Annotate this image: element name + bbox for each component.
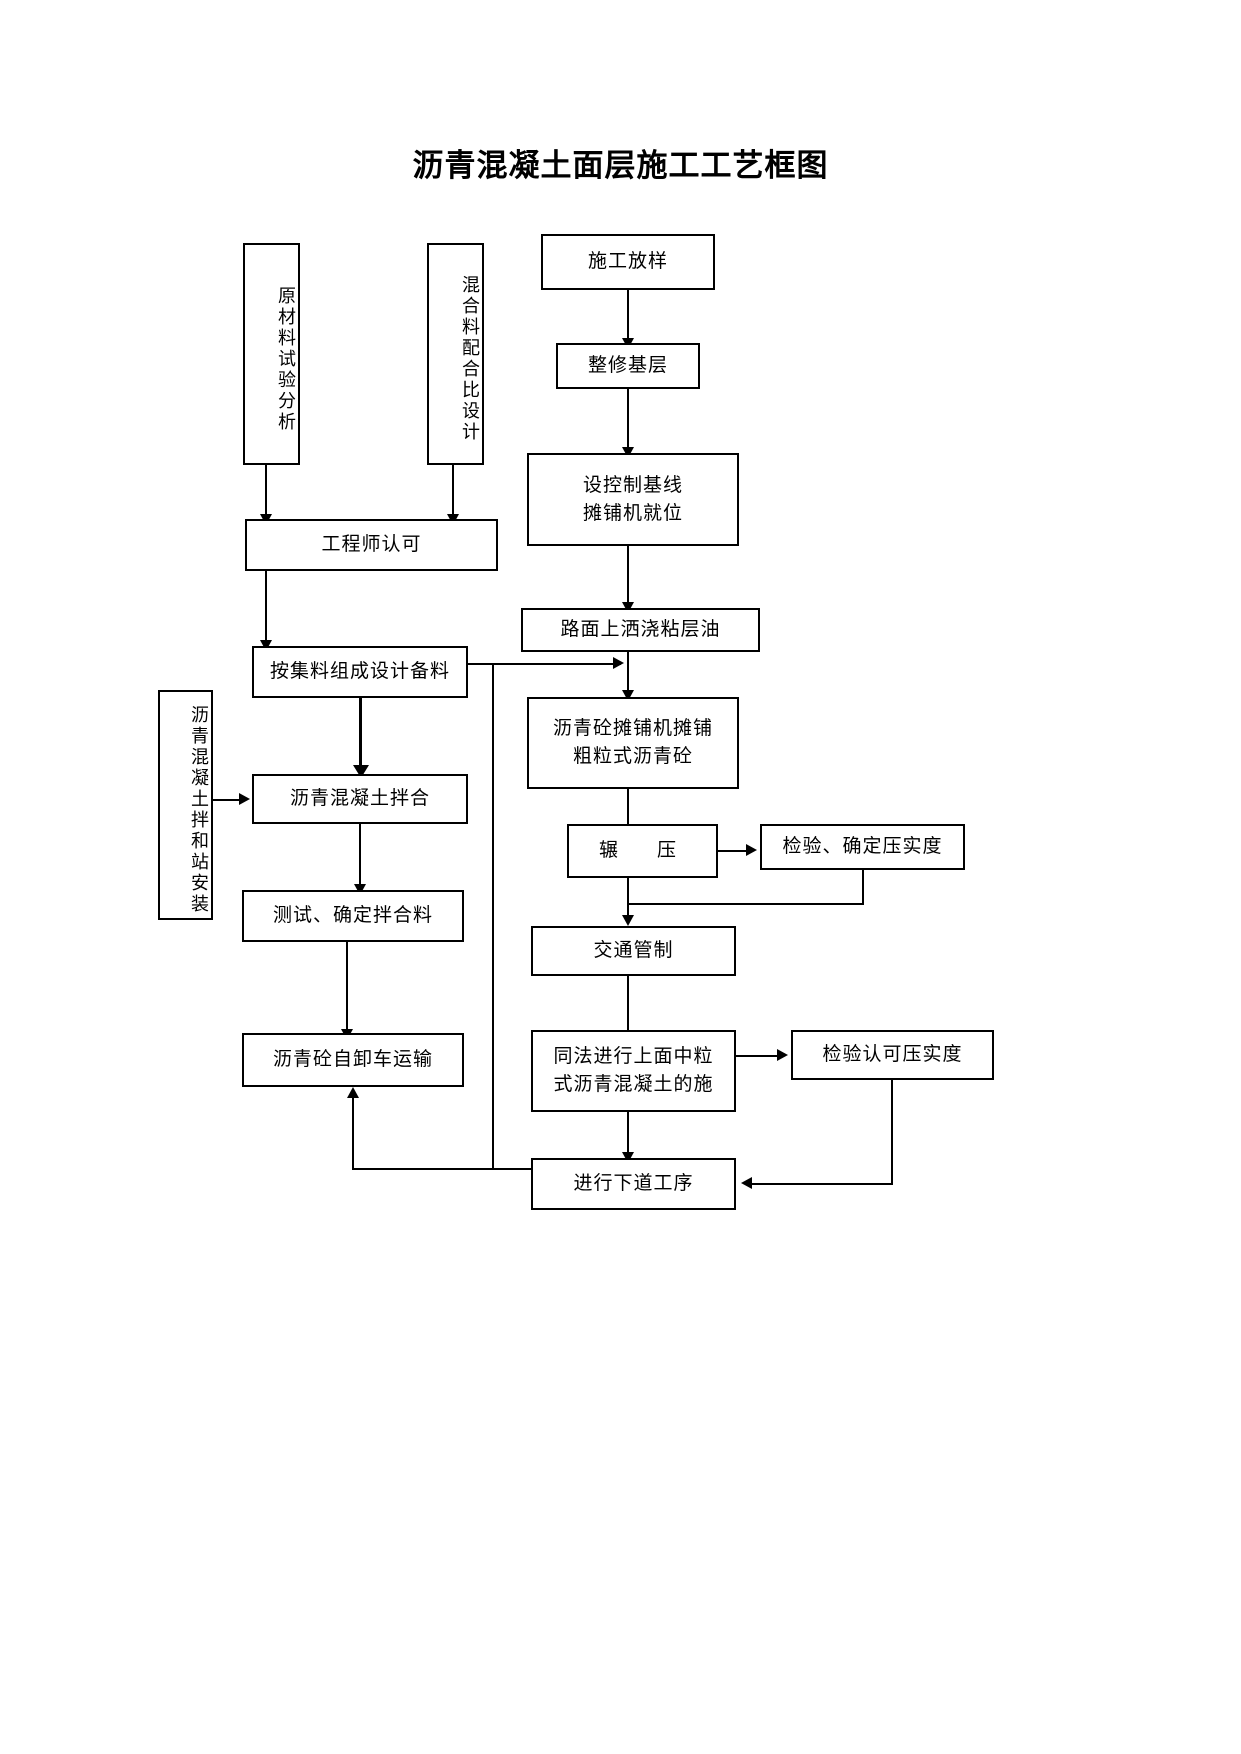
- edge-loop-to-transport-v: [352, 1098, 354, 1170]
- node-label-line1: 同法进行上面中粒: [553, 1045, 714, 1068]
- node-label-line2: 粗粒式沥青砼: [572, 745, 693, 767]
- node-label-line1: 沥青砼摊铺机摊铺: [552, 717, 713, 740]
- edge-plant-to-mixing: [213, 799, 243, 801]
- node-rolling: 辗 压: [567, 824, 718, 878]
- edge-rolling-to-traffic: [627, 878, 629, 918]
- edge-mix-ratio-to-approval: [452, 465, 454, 517]
- node-label-line2: 式沥青混凝土的施: [553, 1073, 714, 1095]
- edge-tack-to-paver: [627, 652, 629, 702]
- edge-traffic-to-upper: [627, 976, 629, 1034]
- edge-base-to-baseline: [627, 389, 629, 449]
- node-label: 混合料配合比设计: [459, 275, 480, 443]
- edge-feedback-vertical: [492, 663, 494, 1170]
- node-check-compaction: 检验、确定压实度: [760, 824, 965, 870]
- arrowhead-down: [354, 884, 366, 895]
- arrowhead-down: [622, 602, 634, 613]
- arrowhead-down: [622, 1152, 634, 1163]
- node-label: 辗 压: [598, 839, 686, 862]
- node-spray-tack-coat: 路面上洒浇粘层油: [521, 608, 760, 652]
- node-label: 沥青砼摊铺机摊铺 粗粒式沥青砼: [553, 715, 713, 770]
- node-label: 沥青混凝土拌和站安装: [188, 705, 209, 915]
- node-label: 工程师认可: [321, 533, 422, 556]
- node-label: 原材料试验分析: [275, 285, 296, 433]
- arrowhead-down: [622, 690, 634, 701]
- node-raw-material-test: 原材料试验分析: [243, 243, 300, 465]
- node-label: 进行下道工序: [573, 1172, 694, 1195]
- node-concrete-mixing: 沥青混凝土拌合: [252, 774, 468, 824]
- node-label-line1: 设控制基线: [582, 473, 683, 496]
- node-engineer-approval: 工程师认可: [245, 519, 498, 571]
- arrowhead-down: [260, 640, 272, 651]
- edge-mixing-to-test: [359, 824, 361, 886]
- edge-baseline-to-tack: [627, 546, 629, 604]
- node-prepare-aggregate: 按集料组成设计备料: [252, 646, 468, 698]
- arrowhead-right: [746, 844, 757, 856]
- edge-prepare-to-mixing: [359, 698, 362, 768]
- arrowhead-right: [777, 1049, 788, 1061]
- node-label: 按集料组成设计备料: [269, 660, 450, 683]
- edge-layout-to-base: [627, 290, 629, 340]
- arrowhead-right: [239, 793, 250, 805]
- edge-test-to-transport: [346, 942, 348, 1032]
- node-label: 路面上洒浇粘层油: [560, 618, 721, 641]
- edge-prepare-to-paver-h: [468, 663, 621, 665]
- node-label: 检验认可压实度: [822, 1043, 963, 1066]
- node-baseline-paver: 设控制基线 摊铺机就位: [527, 453, 739, 546]
- node-mixing-plant-install: 沥青混凝土拌和站安装: [158, 690, 213, 920]
- arrowhead-left: [741, 1177, 752, 1189]
- node-construction-layout: 施工放样: [541, 234, 715, 290]
- node-upper-medium-layer: 同法进行上面中粒 式沥青混凝土的施: [531, 1030, 736, 1112]
- node-next-process: 进行下道工序: [531, 1158, 736, 1210]
- node-label: 交通管制: [593, 939, 674, 962]
- node-label: 检验、确定压实度: [782, 835, 943, 858]
- node-label: 设控制基线 摊铺机就位: [583, 472, 683, 527]
- node-approve-compaction: 检验认可压实度: [791, 1030, 994, 1080]
- node-label: 沥青混凝土拌合: [289, 787, 430, 810]
- edge-approve-return-h: [752, 1183, 893, 1185]
- arrowhead-up: [347, 1087, 359, 1098]
- node-mix-ratio-design: 混合料配合比设计: [427, 243, 484, 465]
- node-label: 同法进行上面中粒 式沥青混凝土的施: [553, 1043, 713, 1098]
- edge-paver-to-rolling: [627, 789, 629, 839]
- edge-upper-to-next: [627, 1112, 629, 1157]
- edge-approve-return-v: [891, 1080, 893, 1185]
- node-label: 沥青砼自卸车运输: [272, 1048, 433, 1071]
- arrowhead-down: [622, 915, 634, 926]
- node-label: 测试、确定拌合料: [272, 904, 433, 927]
- node-traffic-control: 交通管制: [531, 926, 736, 976]
- node-paver-coarse: 沥青砼摊铺机摊铺 粗粒式沥青砼: [527, 697, 739, 789]
- edge-approval-to-prepare: [265, 571, 267, 643]
- page-title: 沥青混凝土面层施工工艺框图: [412, 148, 829, 184]
- node-repair-base: 整修基层: [556, 343, 700, 389]
- node-dump-truck-transport: 沥青砼自卸车运输: [242, 1033, 464, 1087]
- edge-check-return-h: [628, 903, 864, 905]
- node-test-confirm-mix: 测试、确定拌合料: [242, 890, 464, 942]
- node-label-line2: 摊铺机就位: [582, 501, 683, 524]
- node-label: 施工放样: [587, 250, 668, 273]
- edge-raw-material-to-approval: [265, 465, 267, 517]
- arrowhead-down: [622, 447, 634, 458]
- edge-upper-to-approve: [736, 1055, 781, 1057]
- edge-check-return-v: [862, 870, 864, 905]
- node-label: 整修基层: [587, 354, 668, 377]
- arrowhead-right-merge: [613, 657, 624, 669]
- edge-loop-to-transport-h: [352, 1168, 494, 1170]
- edge-rolling-to-check: [718, 850, 750, 852]
